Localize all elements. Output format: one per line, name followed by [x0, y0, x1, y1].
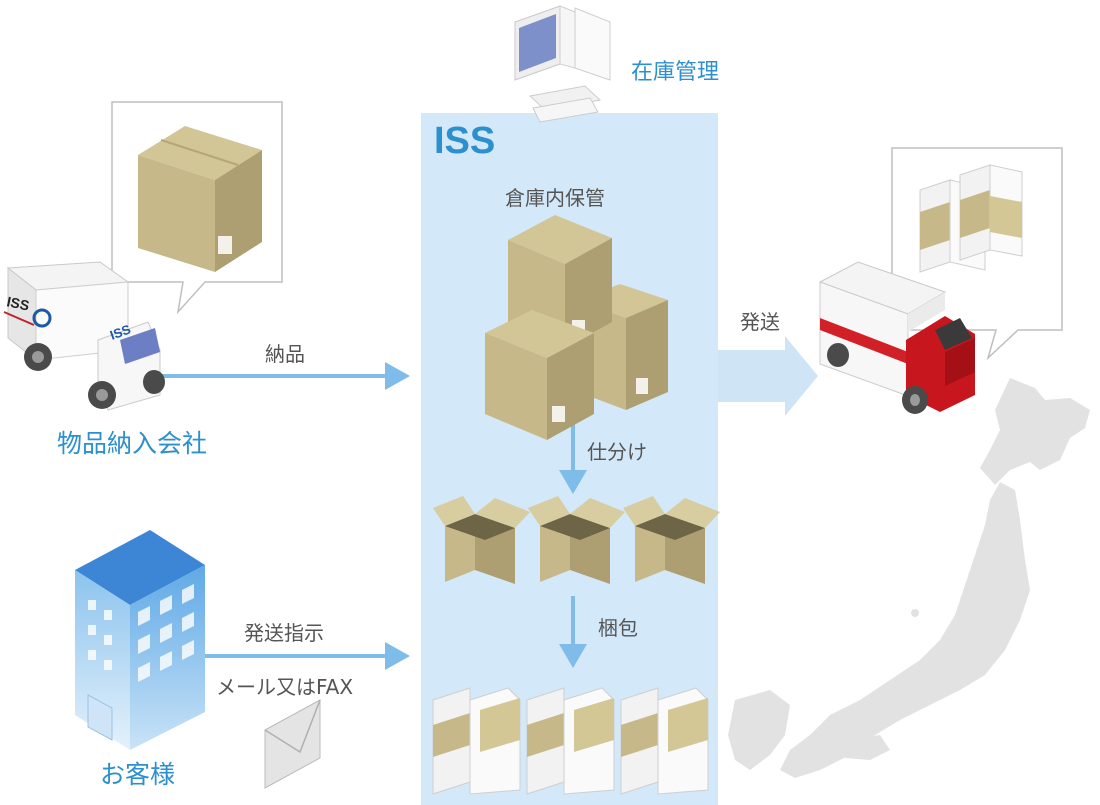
- shipping-arrow: [718, 336, 818, 416]
- pack-label: 梱包: [598, 616, 638, 640]
- instruction-flow-label: 発送指示: [244, 621, 324, 645]
- shipping-speech-bubble: [891, 147, 1063, 361]
- supplier-truck-logo: ISS: [5, 293, 30, 313]
- open-box-icon: [528, 496, 625, 584]
- japan-map: [728, 378, 1090, 778]
- envelope-icon: [264, 699, 321, 789]
- delivery-arrow: [160, 362, 410, 390]
- iss-brand-label: ISS: [434, 120, 496, 162]
- packed-goods-icon: [620, 687, 709, 795]
- customer-label: お客様: [100, 760, 176, 789]
- packed-goods-icon: [526, 687, 615, 795]
- sort-label: 仕分け: [587, 440, 647, 464]
- open-box-icon: [433, 496, 530, 584]
- instruction-arrow: [205, 642, 410, 670]
- box-icon: [138, 126, 262, 272]
- computer-icon: [514, 5, 611, 123]
- instruction-method-label: メール又はFAX: [216, 675, 354, 699]
- open-box-icon: [623, 496, 720, 584]
- delivery-flow-label: 納品: [265, 342, 305, 366]
- building-icon: [75, 530, 205, 750]
- shipping-flow-label: 発送: [740, 310, 780, 334]
- shipping-truck-icon: [818, 261, 975, 414]
- inventory-management-label: 在庫管理: [631, 60, 720, 85]
- supplier-truck-icon: [3, 261, 165, 411]
- supplier-cab-logo: ISS: [108, 321, 133, 342]
- storage-label: 倉庫内保管: [505, 186, 605, 210]
- sort-arrow: [559, 420, 587, 494]
- packed-goods-icon: [432, 687, 521, 795]
- storage-boxes: [485, 215, 668, 440]
- supplier-label: 物品納入会社: [57, 429, 208, 458]
- pack-arrow: [559, 596, 587, 668]
